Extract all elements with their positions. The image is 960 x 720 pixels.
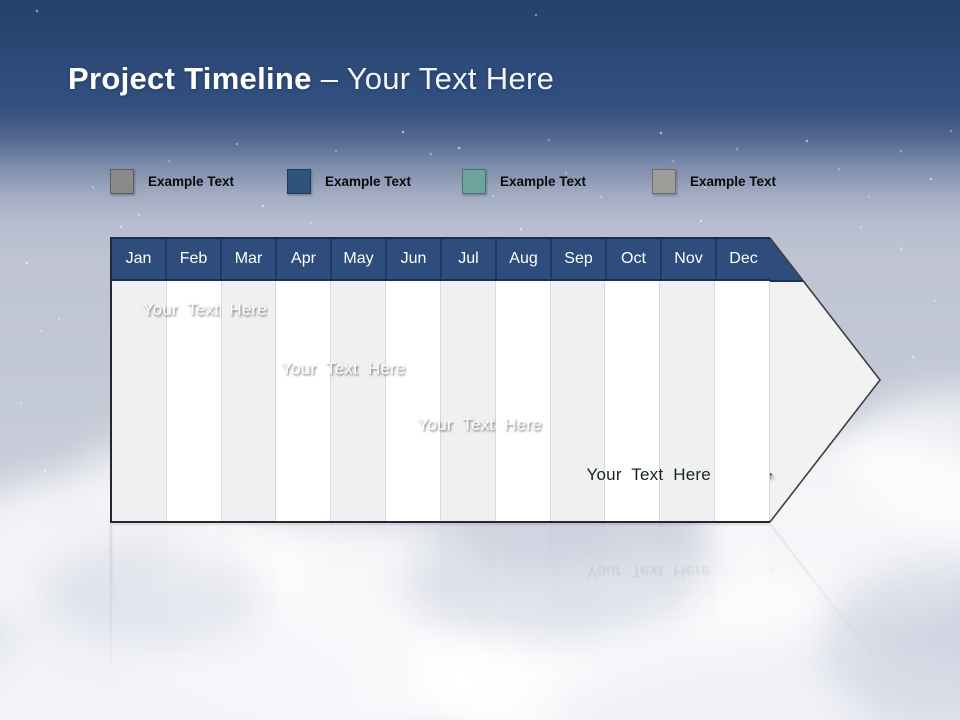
month-header-apr: Apr <box>275 239 330 279</box>
grid-column-oct <box>605 281 661 521</box>
grid-column-jan <box>112 281 167 521</box>
legend-label: Example Text <box>325 173 412 189</box>
grid-column-sep <box>550 281 606 521</box>
legend-label: Example Text <box>690 173 777 189</box>
month-header-mar: Mar <box>220 239 275 279</box>
page-title[interactable]: Project Timeline– Your Text Here <box>68 60 554 98</box>
month-header-oct: Oct <box>605 239 660 279</box>
legend-item-2[interactable]: Example Text <box>287 166 411 196</box>
legend-item-4[interactable]: Example Text <box>652 166 776 196</box>
month-header-jun: Jun <box>385 239 440 279</box>
legend-swatch-icon <box>462 168 486 194</box>
month-header-may: May <box>330 239 385 279</box>
grid-column-dec <box>715 281 770 521</box>
grid-column-mar <box>221 281 277 521</box>
grid-column-nov <box>660 281 716 521</box>
legend: Example Text Example Text Example Text Exam… <box>0 166 960 198</box>
month-header-jul: Jul <box>440 239 495 279</box>
grid-column-may <box>331 281 387 521</box>
legend-swatch-icon <box>652 168 676 194</box>
month-header-dec: Dec <box>715 239 770 279</box>
legend-label: Example Text <box>500 173 587 189</box>
grid-column-aug <box>495 281 551 521</box>
month-header-feb: Feb <box>165 239 220 279</box>
month-header-jan: Jan <box>125 250 152 267</box>
month-header-nov: Nov <box>660 239 715 279</box>
month-header-aug: Aug <box>495 239 550 279</box>
timeline-arrow-head <box>770 238 880 522</box>
grid-column-apr <box>276 281 332 521</box>
month-header-sep: Sep <box>550 239 605 279</box>
title-main: Project Timeline <box>68 61 312 96</box>
legend-item-3[interactable]: Example Text <box>462 166 586 196</box>
grid-column-jul <box>440 281 496 521</box>
legend-swatch-icon <box>110 168 134 194</box>
title-suffix: – Your Text Here <box>320 61 555 96</box>
gantt-bar-label-1[interactable]: Your Text Here <box>142 300 268 319</box>
cloud <box>40 545 260 645</box>
legend-item-1[interactable]: Example Text <box>110 166 234 196</box>
gantt-bar-label-2[interactable]: Your Text Here <box>281 359 406 378</box>
timeline-grid <box>110 281 770 523</box>
timeline-arrow-outline <box>769 237 882 523</box>
legend-swatch-icon <box>287 168 311 194</box>
gantt-bar-label-3[interactable]: Your Text Here <box>417 415 543 434</box>
grid-column-feb <box>166 281 222 521</box>
gantt-bar-label-4[interactable]: Your Text Here <box>586 465 711 484</box>
legend-label: Example Text <box>148 173 235 189</box>
grid-column-jun <box>386 281 441 521</box>
